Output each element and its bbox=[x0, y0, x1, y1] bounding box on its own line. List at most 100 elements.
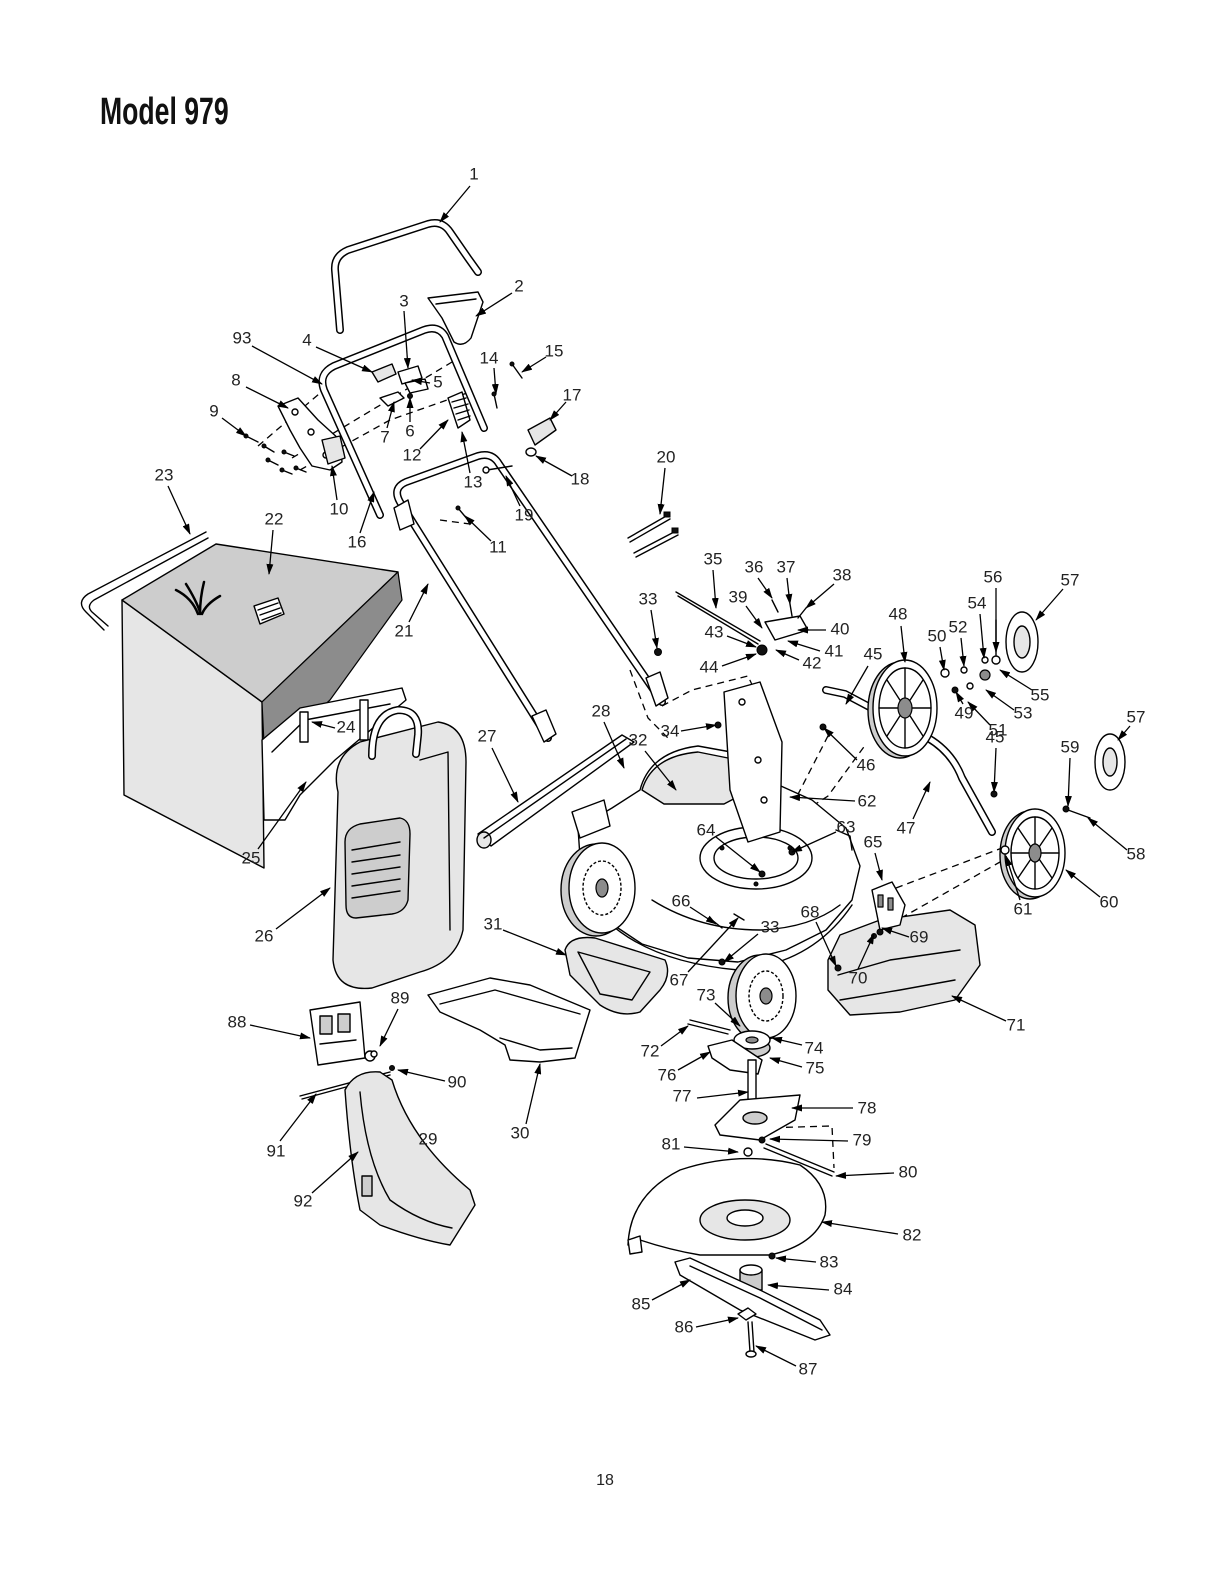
callout-label-88: 88 bbox=[228, 1012, 247, 1031]
callout-label-58: 58 bbox=[1127, 844, 1146, 863]
callout-label-60: 60 bbox=[1100, 892, 1119, 911]
callout-label-90: 90 bbox=[448, 1072, 467, 1091]
leader-line-27 bbox=[492, 748, 518, 802]
callout-label-65: 65 bbox=[864, 832, 883, 851]
callout-label-93: 93 bbox=[233, 328, 252, 347]
callout-label-81: 81 bbox=[662, 1134, 681, 1153]
leader-line-12 bbox=[420, 420, 448, 449]
leader-line-44 bbox=[722, 654, 756, 666]
callout-label-48: 48 bbox=[889, 604, 908, 623]
leader-line-21 bbox=[409, 584, 428, 622]
callout-label-63: 63 bbox=[837, 817, 856, 836]
cable-ties bbox=[628, 512, 678, 557]
discharge-chute bbox=[428, 978, 590, 1062]
leader-line-88 bbox=[250, 1025, 310, 1038]
leader-line-81 bbox=[684, 1147, 738, 1152]
leader-line-65 bbox=[875, 853, 882, 880]
leader-line-82 bbox=[822, 1222, 898, 1234]
callout-label-42: 42 bbox=[803, 653, 822, 672]
callout-label-79: 79 bbox=[853, 1130, 872, 1149]
callout-label-1: 1 bbox=[469, 164, 478, 183]
leader-line-74 bbox=[772, 1038, 802, 1045]
leader-line-15 bbox=[522, 357, 546, 372]
leader-line-52 bbox=[961, 638, 964, 666]
callout-label-5: 5 bbox=[433, 372, 442, 391]
callout-label-10: 10 bbox=[330, 499, 349, 518]
leader-line-55 bbox=[1000, 670, 1032, 690]
leader-line-14 bbox=[494, 368, 496, 394]
callout-label-28: 28 bbox=[592, 701, 611, 720]
callout-label-85: 85 bbox=[632, 1294, 651, 1313]
leader-line-43 bbox=[727, 636, 756, 647]
callout-label-38: 38 bbox=[833, 565, 852, 584]
leader-line-60 bbox=[1066, 870, 1100, 897]
side-discharge-chute bbox=[345, 1072, 475, 1245]
leader-line-57 bbox=[1036, 589, 1063, 620]
leader-line-38 bbox=[806, 584, 834, 608]
blade-baffle bbox=[628, 1159, 826, 1259]
leader-line-48 bbox=[901, 626, 905, 662]
callout-label-24: 24 bbox=[337, 717, 356, 736]
leader-line-77 bbox=[697, 1092, 748, 1098]
callout-label-73: 73 bbox=[697, 985, 716, 1004]
callout-label-17: 17 bbox=[563, 385, 582, 404]
callout-label-20: 20 bbox=[657, 447, 676, 466]
leader-line-76 bbox=[678, 1052, 710, 1070]
callout-label-89: 89 bbox=[391, 988, 410, 1007]
leader-line-34 bbox=[681, 725, 716, 731]
callout-label-87: 87 bbox=[799, 1359, 818, 1378]
leader-line-86 bbox=[696, 1318, 738, 1327]
callout-label-43: 43 bbox=[705, 622, 724, 641]
callout-label-12: 12 bbox=[403, 445, 422, 464]
callout-label-33: 33 bbox=[761, 917, 780, 936]
leader-line-11 bbox=[465, 516, 491, 541]
callout-label-31: 31 bbox=[484, 914, 503, 933]
leader-line-83 bbox=[776, 1258, 816, 1262]
leader-line-49 bbox=[956, 692, 963, 704]
callout-label-34: 34 bbox=[661, 721, 680, 740]
callout-label-46: 46 bbox=[857, 755, 876, 774]
callout-label-44: 44 bbox=[700, 657, 719, 676]
rear-flap bbox=[828, 910, 980, 1015]
leader-line-45 bbox=[994, 748, 996, 792]
leader-line-79 bbox=[770, 1139, 848, 1141]
leader-line-8 bbox=[246, 387, 288, 408]
callout-label-53: 53 bbox=[1014, 703, 1033, 722]
callout-label-72: 72 bbox=[641, 1041, 660, 1060]
callout-label-39: 39 bbox=[729, 587, 748, 606]
leader-line-50 bbox=[940, 647, 944, 670]
rear-wheel-lower bbox=[1000, 809, 1065, 899]
leader-line-75 bbox=[770, 1058, 802, 1067]
leader-line-13 bbox=[462, 432, 470, 473]
callout-label-69: 69 bbox=[910, 927, 929, 946]
leader-line-31 bbox=[503, 930, 566, 955]
leader-line-41 bbox=[788, 641, 820, 651]
callout-label-64: 64 bbox=[697, 820, 716, 839]
callout-label-27: 27 bbox=[478, 726, 497, 745]
control-cover bbox=[428, 292, 483, 344]
leader-line-58 bbox=[1088, 818, 1127, 850]
lower-handle bbox=[394, 455, 668, 742]
drive-shaft bbox=[748, 1060, 756, 1100]
callout-label-55: 55 bbox=[1031, 685, 1050, 704]
callout-label-6: 6 bbox=[405, 421, 414, 440]
callout-label-66: 66 bbox=[672, 891, 691, 910]
callout-label-4: 4 bbox=[302, 330, 311, 349]
handle-knob bbox=[483, 418, 556, 473]
leader-line-23 bbox=[168, 486, 190, 534]
callout-label-50: 50 bbox=[928, 626, 947, 645]
callout-label-67: 67 bbox=[670, 970, 689, 989]
deflector bbox=[565, 938, 668, 1014]
callout-label-54: 54 bbox=[968, 593, 987, 612]
callout-label-33: 33 bbox=[639, 589, 658, 608]
callout-label-16: 16 bbox=[348, 532, 367, 551]
leader-line-89 bbox=[380, 1009, 398, 1046]
callout-label-61: 61 bbox=[1014, 899, 1033, 918]
callout-label-8: 8 bbox=[231, 370, 240, 389]
leader-line-42 bbox=[776, 650, 799, 660]
leader-line-87 bbox=[756, 1346, 796, 1366]
callout-label-37: 37 bbox=[777, 557, 796, 576]
callout-label-25: 25 bbox=[242, 848, 261, 867]
